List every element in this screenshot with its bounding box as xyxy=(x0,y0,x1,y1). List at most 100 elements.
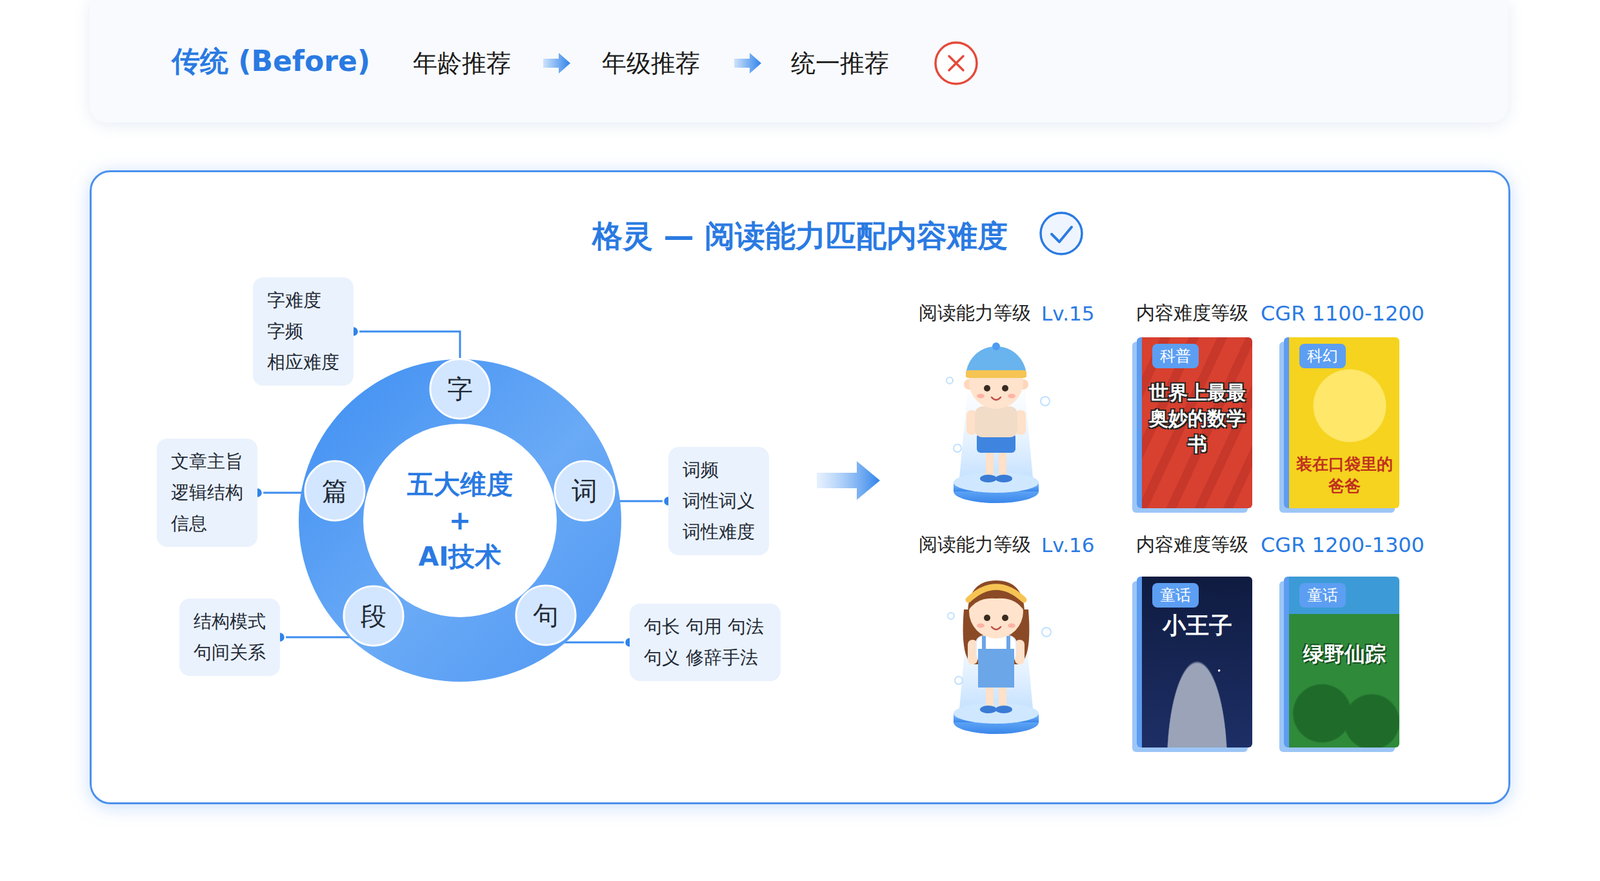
callout-box-text: 句长 句用 句法 句义 修辞手法 xyxy=(643,611,767,674)
boy-figure-part xyxy=(953,472,1039,493)
book-cover: 科幻装在口袋里的爸爸 xyxy=(1283,337,1400,509)
cross-icon-part xyxy=(935,42,977,84)
girl-figure-part xyxy=(980,705,997,714)
leader-connector xyxy=(613,500,669,503)
book-cover-text: 世界上最最奥妙的数学书 xyxy=(1147,380,1248,458)
book-cover: 童话绿野仙踪 xyxy=(1283,576,1400,748)
check-icon-part xyxy=(1051,227,1072,242)
boy-figure-part xyxy=(992,342,1000,351)
girl-figure-part xyxy=(1006,636,1011,651)
dimension-circle-text: 篇 xyxy=(303,460,366,522)
level-value: Lv.15 xyxy=(1041,301,1095,326)
leader-connector xyxy=(560,641,630,644)
book-cover: 童话小王子 xyxy=(1136,576,1253,748)
dimension-circle-text: 段 xyxy=(342,585,405,648)
boy-figure-part xyxy=(985,449,994,478)
girl-figure-part xyxy=(1007,623,1016,629)
level-caption: 阅读能力等级 xyxy=(918,532,1031,559)
step-arrow-part xyxy=(734,52,762,74)
before-band-ground xyxy=(89,0,1509,123)
boy-figure-part xyxy=(965,370,1027,379)
girl-figure-part xyxy=(983,614,991,622)
boy-figure-part xyxy=(1040,396,1050,406)
girl-figure-part xyxy=(954,676,963,685)
boy-figure-part xyxy=(974,406,1018,438)
boy-figure-part xyxy=(995,474,1013,483)
step-label: 年龄推荐 xyxy=(412,47,511,80)
boy-figure xyxy=(946,342,1050,504)
girl-figure-part xyxy=(947,612,955,620)
dimension-circle: 词 xyxy=(553,460,616,522)
step-label: 统一推荐 xyxy=(790,47,890,80)
book-cover-text: 童话 xyxy=(1152,583,1199,608)
main-panel: 格灵 — 阅读能力匹配内容难度五大维度 + AI技术 字词句 段 篇 字难度 字频 相应… xyxy=(89,170,1511,805)
check-icon xyxy=(1040,212,1082,255)
book-cover-text: 科普 xyxy=(1152,343,1199,369)
big-arrow xyxy=(816,461,880,500)
dimension-circle-text: 词 xyxy=(553,460,616,522)
girl-figure-part xyxy=(991,627,1001,630)
difficulty-caption: 内容难度等级 xyxy=(1136,532,1249,559)
step-arrow-part xyxy=(543,52,571,74)
boy-figure-part xyxy=(946,377,953,384)
callout-box: 字难度 字频 相应难度 xyxy=(252,277,354,386)
level-value: Lv.16 xyxy=(1041,533,1095,557)
girl-figure-part xyxy=(968,587,1024,600)
callout-box: 词频 词性词义 词性难度 xyxy=(668,447,770,556)
book-cover-text: 童话 xyxy=(1299,583,1346,608)
book-cover: 科普世界上最最奥妙的数学书 xyxy=(1136,337,1253,509)
main-panel-text: 格灵 — 阅读能力匹配内容难度 xyxy=(91,216,1509,257)
boy-figure-part xyxy=(980,474,997,483)
callout-box-text: 词频 词性词义 词性难度 xyxy=(682,454,755,548)
dimension-circle: 句 xyxy=(514,584,577,647)
step-label: 年级推荐 xyxy=(601,47,700,80)
callout-box-text: 结构模式 句间关系 xyxy=(193,606,266,669)
difficulty-value: CGR 1100-1200 xyxy=(1260,301,1425,326)
boy-figure-part xyxy=(983,385,991,392)
ring-hole xyxy=(363,423,557,618)
callout-box: 结构模式 句间关系 xyxy=(179,598,280,677)
dimension-circle-text: 句 xyxy=(514,584,577,647)
boy-figure-part xyxy=(1001,385,1009,392)
before-band-text: 传统 (Before) xyxy=(171,42,371,81)
cross-icon xyxy=(935,42,977,84)
girl-figure-part xyxy=(967,580,1025,612)
dimension-ring-text: 五大维度 + AI技术 xyxy=(407,466,513,575)
callout-box: 文章主旨 逻辑结构 信息 xyxy=(156,438,258,548)
girl-figure-part xyxy=(981,636,986,651)
girl-figure-part xyxy=(976,623,985,629)
girl-figure-part xyxy=(1001,614,1009,622)
difficulty-caption: 内容难度等级 xyxy=(1136,300,1249,327)
boy-figure-part xyxy=(991,397,1001,400)
ring-band xyxy=(298,359,622,682)
dimension-circle: 段 xyxy=(342,585,405,648)
cross-icon-part xyxy=(949,56,964,71)
girl-figure-part xyxy=(978,649,1015,688)
book-cover-text: 科幻 xyxy=(1299,343,1346,369)
leader-connector xyxy=(280,636,351,639)
leader-connector xyxy=(257,492,304,495)
boy-figure-part xyxy=(976,394,985,399)
boy-figure-part xyxy=(998,449,1007,478)
dimension-ring: 五大维度 + AI技术 字词句 段 篇 xyxy=(298,359,622,682)
leader-connector xyxy=(353,331,460,359)
girl-figure-part xyxy=(995,705,1013,714)
girl-figure-part xyxy=(953,703,1039,724)
book-cover-text: 绿野仙踪 xyxy=(1294,641,1395,668)
dimension-circle-text: 字 xyxy=(429,358,491,420)
callout-box-text: 字难度 字频 相应难度 xyxy=(267,285,340,379)
book-cover-text: 装在口袋里的爸爸 xyxy=(1294,453,1395,498)
girl-figure xyxy=(947,580,1051,735)
panel-ground xyxy=(89,170,1511,805)
boy-figure-part xyxy=(1007,394,1016,399)
girl-figure-part xyxy=(1041,627,1051,637)
callout-box-text: 文章主旨 逻辑结构 信息 xyxy=(170,446,244,540)
book-cover-text: 小王子 xyxy=(1147,611,1248,640)
callout-box: 句长 句用 句法 句义 修辞手法 xyxy=(629,603,781,682)
check-icon-part xyxy=(1040,212,1082,255)
dimension-circle: 字 xyxy=(429,358,491,420)
difficulty-value: CGR 1200-1300 xyxy=(1260,532,1425,558)
dimension-circle: 篇 xyxy=(303,460,366,522)
level-caption: 阅读能力等级 xyxy=(918,300,1031,327)
